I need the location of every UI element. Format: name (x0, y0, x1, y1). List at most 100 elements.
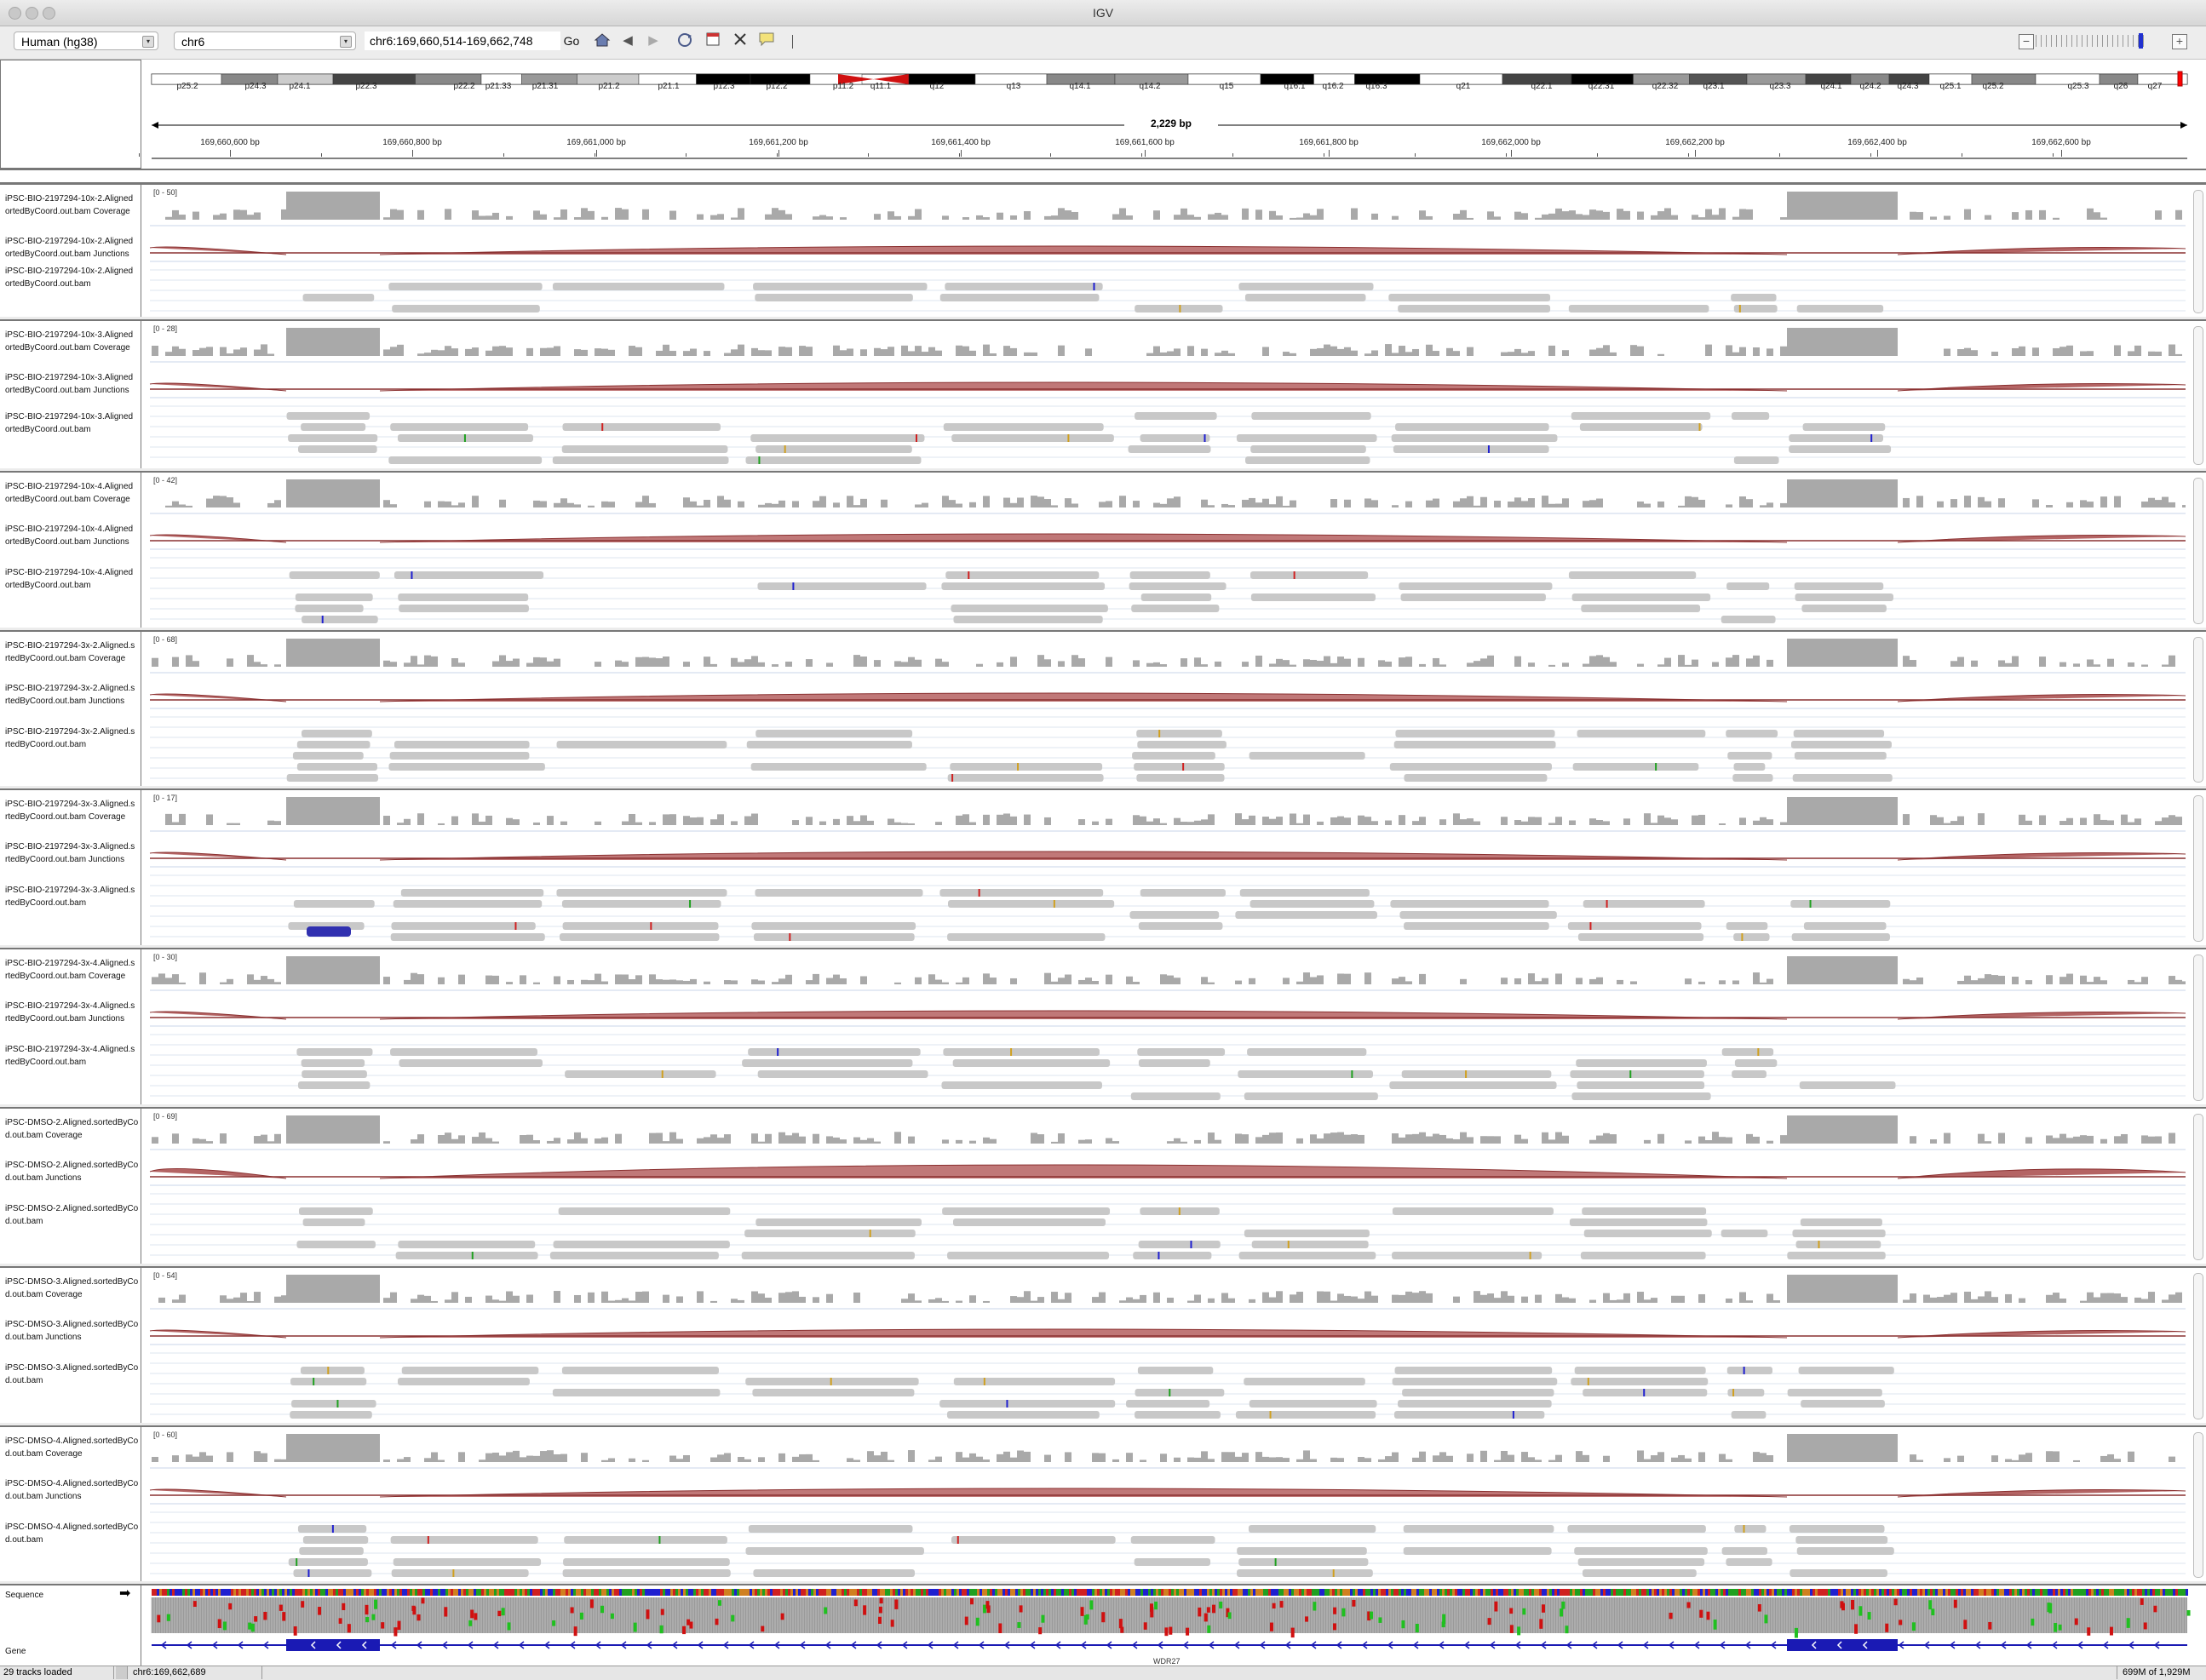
region-select-icon[interactable] (731, 32, 750, 50)
coverage-track-label[interactable]: d.out.bam Coverage (5, 1131, 83, 1140)
panel-scrollbar[interactable] (2193, 637, 2203, 783)
junctions-track-label[interactable]: d.out.bam Junctions (5, 1492, 82, 1501)
panel-tracks[interactable] (141, 1109, 2186, 1265)
panel-tracks[interactable] (141, 949, 2186, 1106)
junctions-track-label[interactable]: ortedByCoord.out.bam Junctions (5, 537, 129, 547)
coverage-track-label[interactable]: iPSC-DMSO-2.Aligned.sortedByCo (5, 1118, 139, 1127)
alignment-track-label[interactable]: iPSC-DMSO-2.Aligned.sortedByCo (5, 1204, 139, 1213)
coverage-track-label[interactable]: iPSC-BIO-2197294-10x-4.Aligned (5, 482, 134, 491)
zoom-window-button[interactable] (43, 7, 55, 20)
sequence-and-gene-tracks[interactable] (0, 1585, 2206, 1667)
zoom-in-button[interactable]: + (2172, 34, 2187, 49)
coverage-track-label[interactable]: iPSC-DMSO-4.Aligned.sortedByCo (5, 1436, 139, 1446)
coverage-track-label[interactable]: iPSC-DMSO-3.Aligned.sortedByCo (5, 1277, 139, 1287)
junctions-track-label[interactable]: iPSC-BIO-2197294-10x-2.Aligned (5, 237, 134, 246)
coverage-track-label[interactable]: d.out.bam Coverage (5, 1449, 83, 1459)
panel-tracks[interactable] (141, 321, 2186, 470)
junctions-track-label[interactable]: ortedByCoord.out.bam Junctions (5, 386, 129, 395)
junctions-track-label[interactable]: iPSC-BIO-2197294-3x-2.Aligned.s (5, 684, 135, 693)
alignment-track-label[interactable]: iPSC-DMSO-3.Aligned.sortedByCo (5, 1363, 139, 1373)
coverage-track-label[interactable]: iPSC-BIO-2197294-10x-2.Aligned (5, 194, 134, 204)
gene-track-label[interactable]: Gene (5, 1647, 26, 1656)
panel-tracks[interactable] (141, 632, 2186, 788)
locus-input[interactable]: chr6:169,660,514-169,662,748 (365, 32, 560, 50)
panel-scrollbar[interactable] (2193, 1432, 2203, 1578)
coverage-track-label[interactable]: d.out.bam Coverage (5, 1290, 83, 1299)
alignment-track-label[interactable]: iPSC-BIO-2197294-10x-2.Aligned (5, 267, 134, 276)
back-arrow-icon[interactable]: ◀ (623, 33, 633, 48)
panel-scrollbar[interactable] (2193, 478, 2203, 624)
alignment-track-label[interactable]: rtedByCoord.out.bam (5, 1058, 87, 1067)
alignment-track-label[interactable]: iPSC-BIO-2197294-10x-3.Aligned (5, 412, 134, 421)
alignment-track-label[interactable]: d.out.bam (5, 1535, 43, 1545)
panel-tracks[interactable] (141, 1268, 2186, 1425)
panel-tracks[interactable] (141, 185, 2186, 318)
sequence-track-label[interactable]: Sequence (5, 1591, 44, 1600)
coverage-bar (192, 211, 199, 220)
coverage-track-label[interactable]: ortedByCoord.out.bam Coverage (5, 343, 130, 353)
junctions-track-label[interactable]: iPSC-DMSO-3.Aligned.sortedByCo (5, 1320, 139, 1329)
zoom-out-button[interactable]: − (2019, 34, 2034, 49)
coverage-bar (465, 348, 472, 356)
junctions-track-label[interactable]: rtedByCoord.out.bam Junctions (5, 697, 125, 706)
alignment-track-label[interactable]: d.out.bam (5, 1217, 43, 1226)
panel-scrollbar[interactable] (2193, 795, 2203, 942)
junctions-track-label[interactable]: d.out.bam Junctions (5, 1333, 82, 1342)
coverage-track-label[interactable]: ortedByCoord.out.bam Coverage (5, 207, 130, 216)
panel-scrollbar[interactable] (2193, 955, 2203, 1101)
alignment-track-label[interactable]: d.out.bam (5, 1376, 43, 1385)
strand-arrow (2102, 1641, 2109, 1649)
refresh-icon[interactable] (675, 32, 695, 50)
zoom-slider[interactable] (2036, 35, 2146, 47)
junctions-track-label[interactable]: iPSC-BIO-2197294-3x-4.Aligned.s (5, 1001, 135, 1011)
alignment-track-label[interactable]: iPSC-BIO-2197294-3x-3.Aligned.s (5, 886, 135, 895)
junctions-track-label[interactable]: rtedByCoord.out.bam Junctions (5, 1014, 125, 1023)
coverage-track-label[interactable]: iPSC-BIO-2197294-3x-2.Aligned.s (5, 641, 135, 651)
coverage-track-label[interactable]: iPSC-BIO-2197294-3x-3.Aligned.s (5, 800, 135, 809)
alignment-track-label[interactable]: iPSC-DMSO-4.Aligned.sortedByCo (5, 1522, 139, 1532)
junctions-track-label[interactable]: ortedByCoord.out.bam Junctions (5, 249, 129, 259)
junctions-track-label[interactable]: rtedByCoord.out.bam Junctions (5, 855, 125, 864)
minimize-window-button[interactable] (26, 7, 38, 20)
alignment-track-label[interactable]: iPSC-BIO-2197294-3x-4.Aligned.s (5, 1045, 135, 1054)
panel-tracks[interactable] (141, 1427, 2186, 1583)
panel-tracks[interactable] (141, 790, 2186, 947)
alignment-track-label[interactable]: ortedByCoord.out.bam (5, 279, 91, 289)
junctions-track-label[interactable]: iPSC-BIO-2197294-10x-3.Aligned (5, 373, 134, 382)
junctions-track-label[interactable]: iPSC-BIO-2197294-3x-3.Aligned.s (5, 842, 135, 851)
popup-info-icon[interactable] (756, 32, 777, 50)
chromosome-ideogram[interactable] (0, 60, 2206, 170)
coverage-track-label[interactable]: iPSC-BIO-2197294-3x-4.Aligned.s (5, 959, 135, 968)
alignment-track-label[interactable]: iPSC-BIO-2197294-3x-2.Aligned.s (5, 727, 135, 737)
junctions-track-label[interactable]: iPSC-BIO-2197294-10x-4.Aligned (5, 525, 134, 534)
coverage-bar (1412, 1457, 1419, 1462)
go-button[interactable]: Go (563, 34, 580, 48)
sequence-base (1457, 1589, 1460, 1596)
alignment-track-label[interactable]: ortedByCoord.out.bam (5, 581, 91, 590)
panel-tracks[interactable] (141, 473, 2186, 629)
alignment-track-label[interactable]: ortedByCoord.out.bam (5, 425, 91, 434)
coverage-track-label[interactable]: ortedByCoord.out.bam Coverage (5, 495, 130, 504)
strand-arrow-icon[interactable]: ➡ (119, 1586, 131, 1601)
chromosome-select[interactable]: chr6 ▾ (174, 32, 356, 50)
panel-scrollbar[interactable] (2193, 190, 2203, 313)
junctions-track-label[interactable]: d.out.bam Junctions (5, 1173, 82, 1183)
genome-select[interactable]: Human (hg38) ▾ (14, 32, 158, 50)
alignment-track-label[interactable]: rtedByCoord.out.bam (5, 740, 87, 749)
coverage-track-label[interactable]: rtedByCoord.out.bam Coverage (5, 654, 126, 663)
panel-scrollbar[interactable] (2193, 1114, 2203, 1260)
panel-scrollbar[interactable] (2193, 326, 2203, 465)
alignment-track-label[interactable]: rtedByCoord.out.bam (5, 898, 87, 908)
forward-arrow-icon[interactable]: ▶ (648, 33, 658, 48)
alignment-track-label[interactable]: iPSC-BIO-2197294-10x-4.Aligned (5, 568, 134, 577)
junctions-track-label[interactable]: iPSC-DMSO-4.Aligned.sortedByCo (5, 1479, 139, 1488)
zoom-slider-thumb[interactable] (2139, 33, 2143, 49)
coverage-track-label[interactable]: rtedByCoord.out.bam Coverage (5, 972, 126, 981)
coverage-track-label[interactable]: iPSC-BIO-2197294-10x-3.Aligned (5, 330, 134, 340)
panel-scrollbar[interactable] (2193, 1273, 2203, 1419)
coverage-track-label[interactable]: rtedByCoord.out.bam Coverage (5, 812, 126, 822)
junctions-track-label[interactable]: iPSC-DMSO-2.Aligned.sortedByCo (5, 1161, 139, 1170)
home-icon[interactable] (593, 32, 612, 50)
resize-panels-icon[interactable] (704, 32, 722, 50)
close-window-button[interactable] (9, 7, 21, 20)
